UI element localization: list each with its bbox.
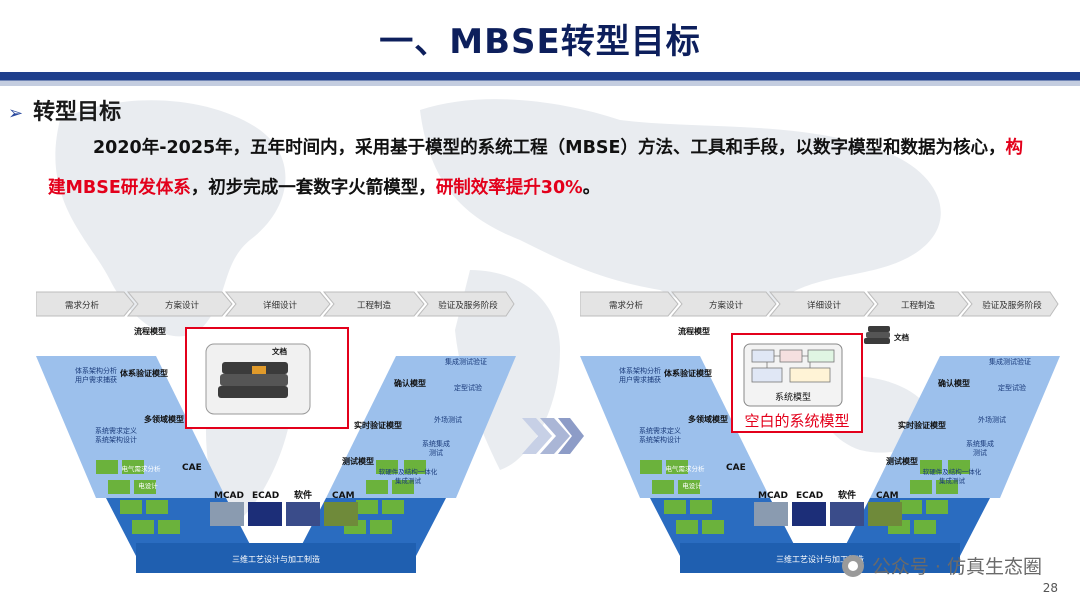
right-box-type-test: 定型试验 [998, 383, 1026, 392]
left-box-electrical-design: 电设计 [138, 481, 158, 490]
phase-label: 需求分析 [609, 300, 644, 311]
phase-label: 详细设计 [807, 300, 842, 311]
books-icon [864, 326, 890, 344]
right-box-hw-sw-integration: 软硬件及结构一体化集成测试 [379, 467, 438, 485]
diagram-mbse: 需求分析 方案设计 详细设计 工程制造 验证及服务阶段 体系架构分析用户需求捕获… [580, 291, 1060, 573]
right-box-integration-test: 集成测试验证 [445, 357, 487, 366]
system-model-label: 系统模型 [775, 391, 811, 403]
right-box-integration-test: 集成测试验证 [989, 357, 1031, 366]
confirm-model-label: 确认模型 [394, 378, 426, 388]
label-line: 系统架构设计 [95, 435, 137, 444]
blank-system-model-annotation: 空白的系统模型 [744, 412, 849, 430]
left-box-electrical-design: 电设计 [682, 481, 702, 490]
label-line: 测试 [429, 448, 443, 457]
wechat-logo-icon [841, 554, 864, 577]
books-icon [218, 362, 288, 398]
phase-label: 工程制造 [901, 300, 936, 311]
label-line: 系统集成 [966, 439, 994, 448]
test-model-label: 测试模型 [342, 456, 374, 466]
bullet-arrow-icon: ➢ [8, 103, 24, 124]
phase-label: 需求分析 [65, 300, 100, 311]
right-box-field-test: 外场测试 [434, 415, 462, 424]
process-model-label: 流程模型 [678, 326, 710, 336]
ecad-label: ECAD [252, 491, 279, 501]
left-box-requirement-capture: 体系架构分析用户需求捕获 [619, 366, 661, 384]
phase-label: 方案设计 [709, 300, 744, 311]
test-model-label: 测试模型 [886, 456, 918, 466]
phase-label: 工程制造 [357, 300, 392, 311]
document-label: 文档 [894, 332, 909, 342]
system-verification-model-label: 体系验证模型 [120, 368, 168, 378]
paragraph-part3: 。 [582, 178, 601, 198]
label-line: 集成测试 [395, 476, 422, 485]
cam-label: CAM [876, 491, 899, 501]
diagram-traditional: 需求分析 方案设计 详细设计 工程制造 验证及服务阶段 体系架构分析用户需求捕获… [36, 291, 516, 573]
transition-arrow-icon [522, 418, 584, 454]
document-label: 文档 [272, 346, 287, 356]
label-line: 测试 [973, 448, 987, 457]
phase-bar: 需求分析 方案设计 详细设计 工程制造 验证及服务阶段 [36, 291, 515, 317]
v-model-shape [36, 356, 516, 573]
right-box-system-integration: 系统集成测试 [966, 439, 994, 457]
software-label: 软件 [838, 489, 856, 501]
ecad-label: ECAD [796, 491, 823, 501]
paragraph-highlight-efficiency: 研制效率提升30% [435, 178, 583, 198]
right-box-type-test: 定型试验 [454, 383, 482, 392]
system-model-diagram-icon [751, 349, 835, 383]
label-line: 系统集成 [422, 439, 450, 448]
right-box-field-test: 外场测试 [978, 415, 1006, 424]
left-box-system-definition: 系统需求定义系统架构设计 [95, 426, 137, 444]
left-box-electrical-analysis: 电气需求分析 [122, 464, 162, 473]
slide-title: 一、MBSE转型目标 [379, 22, 701, 62]
phase-label: 验证及服务阶段 [438, 300, 498, 311]
mcad-label: MCAD [758, 491, 788, 501]
system-verification-model-label: 体系验证模型 [664, 368, 712, 378]
label-line: 软硬件及结构一体化 [923, 467, 982, 476]
right-box-hw-sw-integration: 软硬件及结构一体化集成测试 [923, 467, 982, 485]
watermark-text: 公众号 · 仿真生态圈 [871, 556, 1042, 578]
section-heading-text: 转型目标 [33, 100, 122, 125]
cae-label: CAE [182, 463, 202, 473]
label-line: 软硬件及结构一体化 [379, 467, 438, 476]
label-line: 系统架构设计 [639, 435, 681, 444]
label-line: 集成测试 [939, 476, 966, 485]
title-underline-bar [0, 72, 1080, 86]
phase-label: 方案设计 [165, 300, 200, 311]
bottom-manufacturing-label: 三维工艺设计与加工制造 [776, 554, 864, 564]
cae-label: CAE [726, 463, 746, 473]
phase-label: 详细设计 [263, 300, 298, 311]
left-box-electrical-analysis: 电气需求分析 [666, 464, 706, 473]
multi-domain-model-label: 多领域模型 [144, 414, 184, 424]
label-line: 用户需求捕获 [75, 375, 117, 384]
software-label: 软件 [294, 489, 312, 501]
phase-label: 验证及服务阶段 [982, 300, 1042, 311]
paragraph-highlight-mbse: 构建MBSE研发体系 [48, 138, 1023, 198]
watermark: 公众号 · 仿真生态圈 [841, 552, 1042, 579]
mcad-label: MCAD [214, 491, 244, 501]
paragraph-part2: ，初步完成一套数字火箭模型， [190, 178, 436, 198]
confirm-model-label: 确认模型 [938, 378, 970, 388]
cam-label: CAM [332, 491, 355, 501]
paragraph-part1: 2020年-2025年，五年时间内，采用基于模型的系统工程（MBSE）方法、工具… [93, 138, 1006, 158]
realtime-verification-model-label: 实时验证模型 [354, 420, 402, 430]
process-model-label: 流程模型 [134, 326, 166, 336]
phase-bar: 需求分析 方案设计 详细设计 工程制造 验证及服务阶段 [580, 291, 1059, 317]
right-box-system-integration: 系统集成测试 [422, 439, 450, 457]
left-box-requirement-capture: 体系架构分析用户需求捕获 [75, 366, 117, 384]
goal-paragraph: 2020年-2025年，五年时间内，采用基于模型的系统工程（MBSE）方法、工具… [48, 128, 1038, 208]
section-heading: ➢ 转型目标 [8, 94, 121, 126]
multi-domain-model-label: 多领域模型 [688, 414, 728, 424]
realtime-verification-model-label: 实时验证模型 [898, 420, 946, 430]
bottom-manufacturing-label: 三维工艺设计与加工制造 [232, 554, 320, 564]
left-box-system-definition: 系统需求定义系统架构设计 [639, 426, 681, 444]
label-line: 用户需求捕获 [619, 375, 661, 384]
page-number: 28 [1042, 581, 1058, 595]
